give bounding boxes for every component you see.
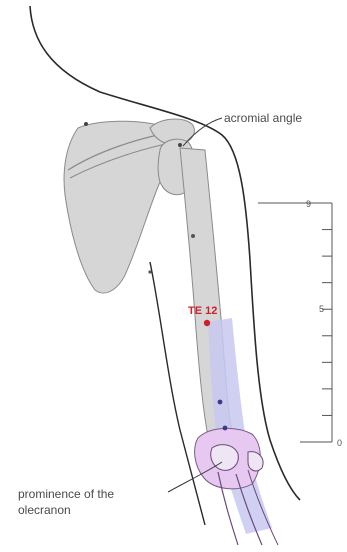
epicondyle-shape xyxy=(248,452,263,471)
scale-top-label: 9 xyxy=(306,199,311,209)
te12-point-marker xyxy=(204,320,210,326)
te12-point-label: TE 12 xyxy=(188,305,217,317)
scapula-landmark-dot xyxy=(84,122,88,126)
meridian-band xyxy=(208,318,272,534)
meridian-dot-lower-1 xyxy=(218,400,223,405)
scale-bottom-label: 0 xyxy=(337,438,342,448)
measurement-scale: 9 5 0 xyxy=(258,199,342,448)
body-contour-line xyxy=(30,6,300,500)
acromial-angle-label: acromial angle xyxy=(224,111,302,125)
meridian-dot-upper xyxy=(191,234,195,238)
arm-contour-dot xyxy=(148,270,151,273)
scapula-shape xyxy=(64,121,172,293)
meridian-dot-lower-2 xyxy=(223,426,228,431)
olecranon-label-line2: olecranon xyxy=(18,503,71,517)
olecranon-label-line1: prominence of the xyxy=(18,487,114,501)
acromion-dot xyxy=(178,143,182,147)
